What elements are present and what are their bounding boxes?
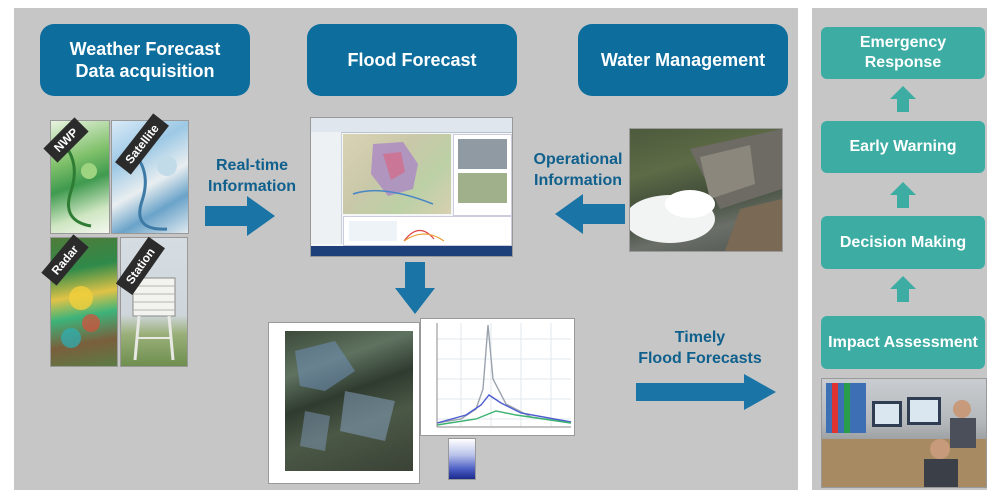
map-legend xyxy=(448,438,476,480)
flood-inundation-map xyxy=(268,322,420,484)
operational-info-label: Operational Information xyxy=(533,151,623,189)
hydrograph-chart xyxy=(420,318,575,436)
satellite-map-graphic xyxy=(130,149,177,231)
control-room-photo xyxy=(821,378,987,488)
inundation-satellite-image xyxy=(285,331,413,471)
down-arrow-flood xyxy=(395,262,435,314)
left-arrow-operational xyxy=(555,194,625,234)
up-arrow-2 xyxy=(890,182,916,208)
software-sidebar xyxy=(311,132,342,244)
station-graphic xyxy=(132,277,176,361)
software-side-panel xyxy=(453,134,512,216)
software-toolbar xyxy=(311,118,512,133)
dam-spillway-photo xyxy=(629,128,783,252)
weather-forecast-header: Weather Forecast Data acquisition xyxy=(40,24,250,96)
impact-assessment-box: Impact Assessment xyxy=(821,316,985,369)
timely-forecasts-label: Timely Flood Forecasts xyxy=(638,329,762,367)
right-arrow-realtime xyxy=(205,196,275,236)
realtime-info-label: Real-time Information xyxy=(208,157,296,195)
hydrograph-graphic xyxy=(436,323,572,428)
up-arrow-3 xyxy=(890,276,916,302)
satellite-map-image xyxy=(111,120,189,234)
flood-software-screenshot xyxy=(310,117,513,257)
up-arrow-1 xyxy=(890,86,916,112)
control-room-graphic xyxy=(822,383,986,487)
dam-graphic xyxy=(630,129,782,251)
nwp-map-graphic xyxy=(59,139,97,228)
decision-making-box: Decision Making xyxy=(821,216,985,269)
software-bottom-charts xyxy=(343,216,512,246)
radar-map-graphic xyxy=(61,286,100,348)
emergency-response-box: Emergency Response xyxy=(821,27,985,79)
software-taskbar xyxy=(311,246,512,256)
flood-forecast-header: Flood Forecast xyxy=(307,24,517,96)
early-warning-box: Early Warning xyxy=(821,121,985,173)
water-management-header: Water Management xyxy=(578,24,788,96)
right-arrow-timely xyxy=(636,374,776,410)
software-map xyxy=(343,134,451,214)
